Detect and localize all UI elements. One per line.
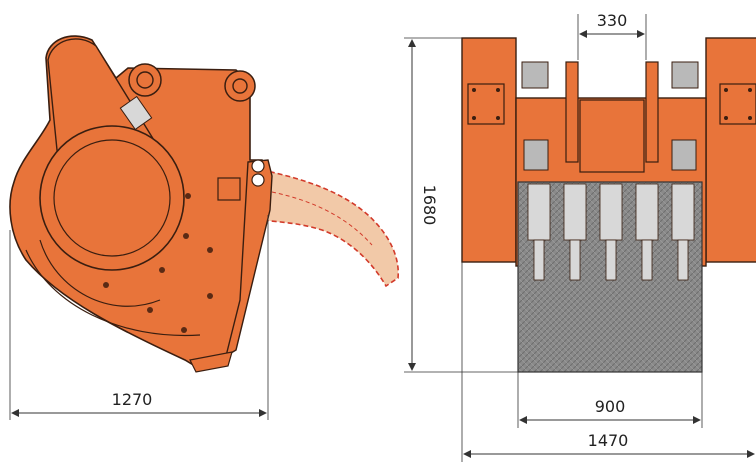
side-view bbox=[9, 35, 400, 373]
side-jaw-plate bbox=[224, 159, 273, 358]
side-bolt-holes bbox=[103, 193, 213, 333]
front-view bbox=[461, 37, 756, 373]
dim-drum-width: 900 bbox=[517, 372, 703, 428]
front-teeth bbox=[527, 183, 695, 281]
dim-label-330: 330 bbox=[597, 11, 628, 30]
front-hydraulic-fittings bbox=[521, 61, 699, 171]
pivot-ear-left bbox=[128, 63, 162, 97]
dim-label-900: 900 bbox=[595, 397, 626, 416]
dim-label-1470: 1470 bbox=[588, 431, 629, 450]
side-drum-circle bbox=[39, 125, 185, 271]
dim-label-1270: 1270 bbox=[112, 390, 153, 409]
side-cylinder bbox=[119, 95, 153, 131]
dim-label-1680: 1680 bbox=[420, 185, 439, 226]
front-left-plate bbox=[461, 37, 517, 263]
ghost-jaw-outline bbox=[261, 169, 400, 288]
front-right-plate bbox=[705, 37, 756, 263]
dim-side-width: 1270 bbox=[9, 215, 269, 420]
dim-overall-width: 1470 bbox=[461, 262, 755, 462]
dim-front-height: 1680 bbox=[404, 37, 518, 373]
pivot-ear-right bbox=[224, 70, 256, 102]
dim-tooth-spacing: 330 bbox=[577, 11, 647, 60]
